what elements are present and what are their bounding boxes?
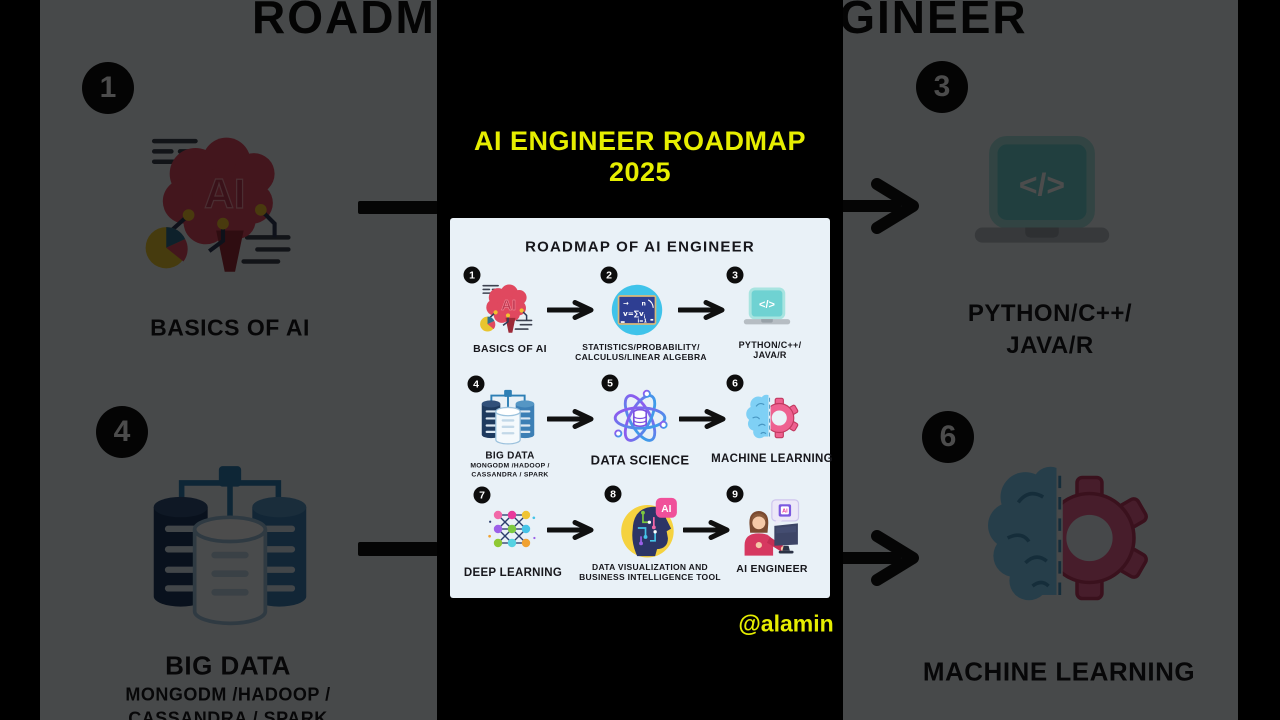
arrow-connector <box>358 542 437 556</box>
brain-gear-icon <box>972 449 1150 627</box>
engineer-at-desk-icon <box>739 498 801 560</box>
step-number-badge: 4 <box>96 406 148 458</box>
neural-network-icon <box>484 501 540 557</box>
arrow-icon <box>843 178 919 234</box>
arrow-connector <box>358 201 437 214</box>
step-number-badge: 5 <box>601 374 619 392</box>
step-label: MACHINE LEARNING <box>922 656 1196 687</box>
step-label: AI ENGINEER <box>736 563 808 575</box>
step-number-badge: 4 <box>467 375 485 393</box>
watermark-handle: @alamin <box>738 610 834 637</box>
brain-ai-icon <box>137 117 309 289</box>
step-number-badge: 6 <box>726 374 744 392</box>
brain-gear-icon <box>741 389 799 447</box>
step-label: DATA SCIENCE <box>590 452 690 468</box>
step-sublabel: CASSANDRA / SPARK <box>128 708 328 720</box>
step-number-badge: 2 <box>600 266 618 284</box>
step-label: DATA VISUALIZATION AND <box>592 562 708 572</box>
background-panel-left-content: ROADMAP OF AI ENGINEER 1 BASICS OF AI 4 … <box>40 0 437 720</box>
step-label: BUSINESS INTELLIGENCE TOOL <box>579 572 721 582</box>
video-title-line2: 2025 <box>608 157 672 187</box>
step-label: PYTHON/C++/ <box>738 340 802 350</box>
ai-head-icon <box>618 496 682 560</box>
video-title-line1: AI ENGINEER ROADMAP <box>473 126 807 156</box>
step-sublabel: CASSANDRA / SPARK <box>471 471 549 478</box>
databases-icon <box>137 455 323 641</box>
math-chalkboard-icon <box>609 282 665 338</box>
arrow-icon <box>678 300 725 320</box>
step-label: JAVA/R <box>753 350 787 360</box>
background-panel-left: ROADMAP OF AI ENGINEER 1 BASICS OF AI 4 … <box>40 0 437 720</box>
step-label: PYTHON/C++/ <box>967 300 1133 327</box>
brain-ai-icon <box>477 277 539 339</box>
arrow-icon <box>547 300 594 320</box>
step-label: CALCULUS/LINEAR ALGEBRA <box>575 351 707 362</box>
step-number-badge: 7 <box>473 486 491 504</box>
step-number-badge: 3 <box>726 266 744 284</box>
background-panel-right-content: ROADMAP OF AI ENGINEER 3 PYTHON/C++/ JAV… <box>843 0 1238 720</box>
arrow-icon <box>683 520 730 540</box>
roadmap-card: ROADMAP OF AI ENGINEER 1 BASICS OF AI 2 … <box>450 218 833 598</box>
step-number-badge: 1 <box>463 266 481 284</box>
background-panel-right: ROADMAP OF AI ENGINEER 3 PYTHON/C++/ JAV… <box>843 0 1238 720</box>
step-label: JAVA/R <box>1006 332 1094 359</box>
step-label: STATISTICS/PROBABILITY/ <box>582 342 700 352</box>
video-title: AI ENGINEER ROADMAP 2025 <box>437 126 843 188</box>
card-title: ROADMAP OF AI ENGINEER <box>525 238 755 256</box>
step-number-badge: 8 <box>604 485 622 503</box>
step-label: MACHINE LEARNING <box>711 453 833 465</box>
step-sublabel: MONGODM /HADOOP / <box>125 684 331 705</box>
step-label: BASICS OF AI <box>473 343 547 355</box>
arrow-icon <box>547 520 594 540</box>
arrow-icon <box>679 409 726 429</box>
step-label: BASICS OF AI <box>150 314 310 341</box>
background-title-fragment: ROADMAP OF AI ENGINEER <box>843 0 1028 43</box>
step-number-badge: 6 <box>922 411 974 463</box>
step-number-badge: 1 <box>82 62 134 114</box>
code-laptop-icon <box>958 120 1126 288</box>
arrow-icon <box>843 530 919 586</box>
arrow-icon <box>547 409 594 429</box>
databases-icon <box>476 386 540 450</box>
step-label: DEEP LEARNING <box>463 567 563 579</box>
background-title-fragment: ROADMAP OF AI ENGINEER <box>252 0 437 43</box>
step-number-badge: 9 <box>726 485 744 503</box>
code-laptop-icon <box>738 282 796 340</box>
atom-data-icon <box>609 387 671 449</box>
step-sublabel: MONGODM /HADOOP / <box>470 462 550 470</box>
step-label: BIG DATA <box>165 650 291 681</box>
step-number-badge: 3 <box>916 61 968 113</box>
step-label: BIG DATA <box>485 450 535 462</box>
